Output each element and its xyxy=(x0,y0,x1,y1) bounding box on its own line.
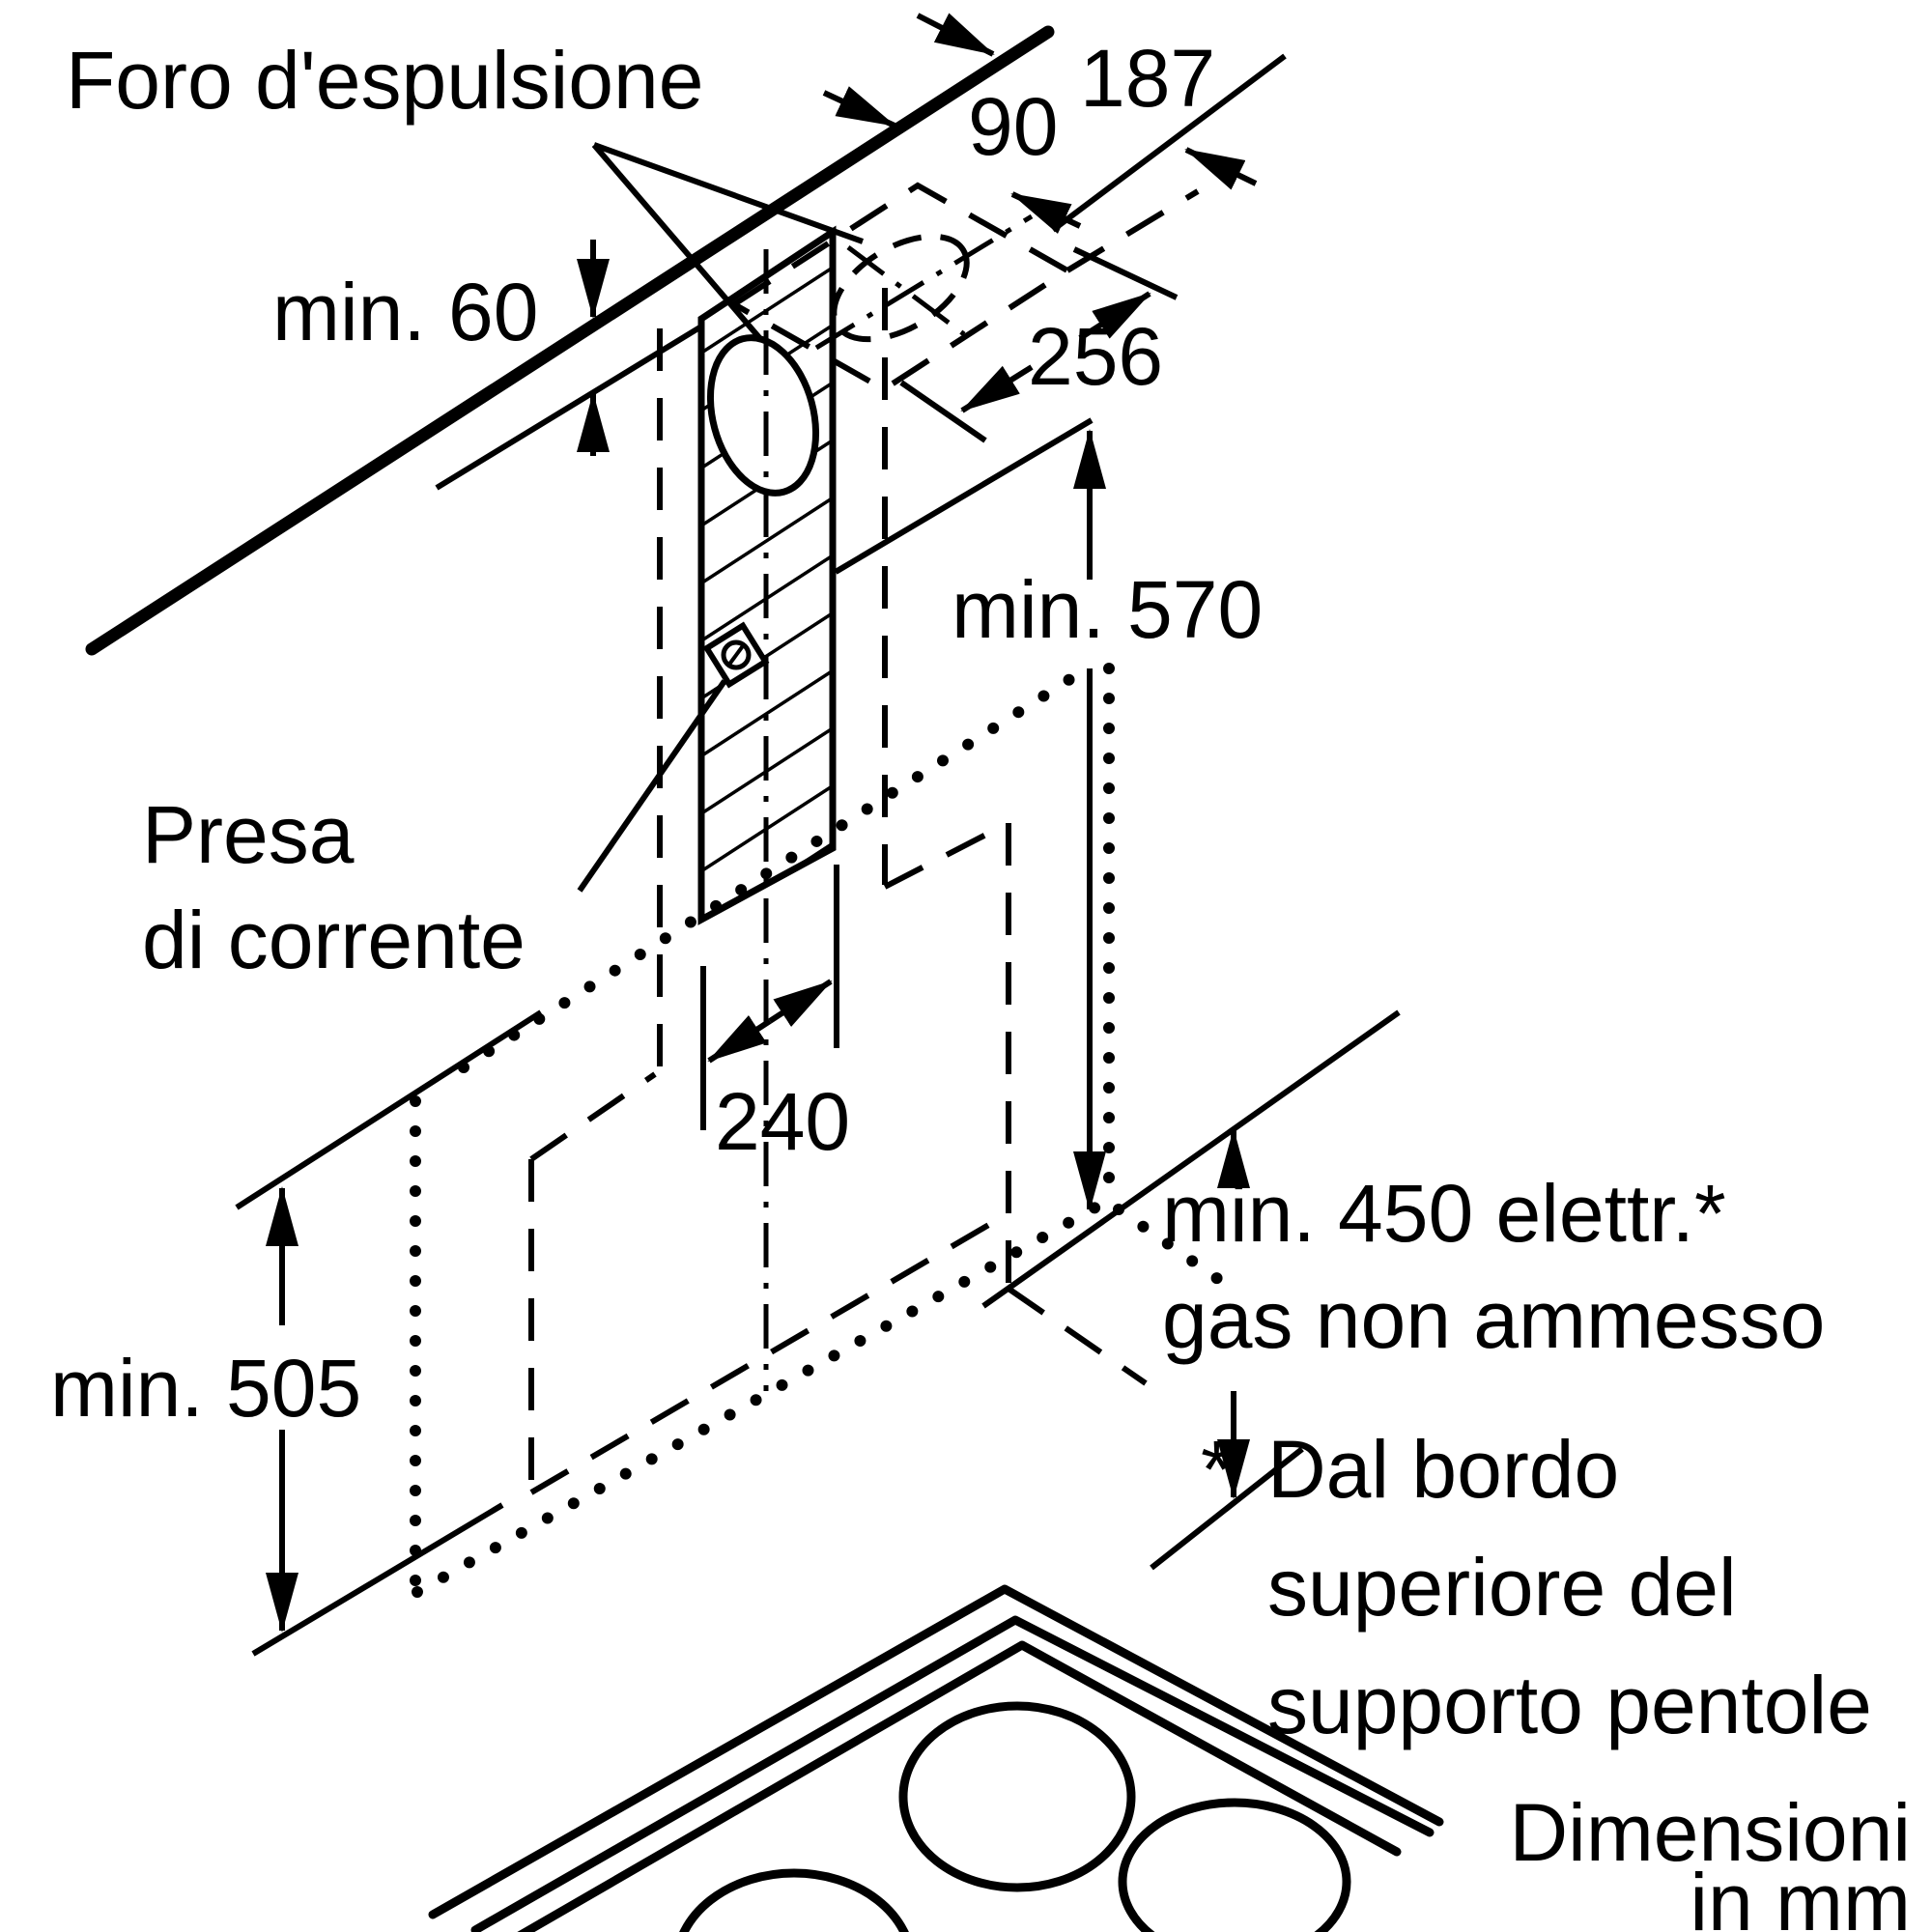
footnote-star: * xyxy=(1201,1424,1233,1515)
hob-drawing xyxy=(428,1584,1444,1932)
burner-circle xyxy=(898,1701,1136,1892)
dim-240-lines xyxy=(700,865,839,1130)
label-socket-line2: di corrente xyxy=(142,895,526,985)
dim-256-arrows xyxy=(899,246,1179,443)
footnote-line3: supporto pentole xyxy=(1267,1660,1872,1750)
dim-90-187-arrows xyxy=(822,13,1287,234)
hood-hidden-outline xyxy=(528,820,1148,1495)
power-socket-icon xyxy=(577,621,770,893)
dim-label-187: 187 xyxy=(1080,33,1215,124)
label-socket-line1: Presa xyxy=(142,789,355,880)
dim-label-min450: min. 450 elettr.* xyxy=(1162,1168,1726,1259)
footnote-line2: superiore del xyxy=(1267,1542,1737,1633)
hole-centerline xyxy=(814,213,1034,351)
ceiling-hole-ellipse xyxy=(831,233,970,343)
burner-circle xyxy=(679,1868,909,1932)
wall-exhaust-hole-ellipse xyxy=(706,334,820,497)
chimney-hidden-edges xyxy=(657,288,888,1072)
hole-crossline xyxy=(846,245,966,336)
dim-label-min60: min. 60 xyxy=(272,267,538,357)
units-note-line2: in mm xyxy=(1690,1857,1911,1932)
dim-label-gas: gas non ammesso xyxy=(1162,1274,1825,1365)
footnote-line1: Dal bordo xyxy=(1267,1424,1619,1515)
wall-top-line xyxy=(85,25,1055,656)
burner-circle xyxy=(1118,1798,1351,1932)
label-exhaust-hole: Foro d'espulsione xyxy=(66,35,703,126)
dim-label-240: 240 xyxy=(715,1076,850,1167)
wall-channel-hatch xyxy=(697,225,837,925)
units-note-line1: Dimensioni xyxy=(1510,1787,1912,1878)
dim-label-min505: min. 505 xyxy=(50,1343,361,1434)
dim-label-min570: min. 570 xyxy=(952,564,1263,655)
dim-label-256: 256 xyxy=(1028,311,1163,402)
hood-dotted-edges xyxy=(410,661,1240,1600)
dim-label-90: 90 xyxy=(968,81,1058,172)
